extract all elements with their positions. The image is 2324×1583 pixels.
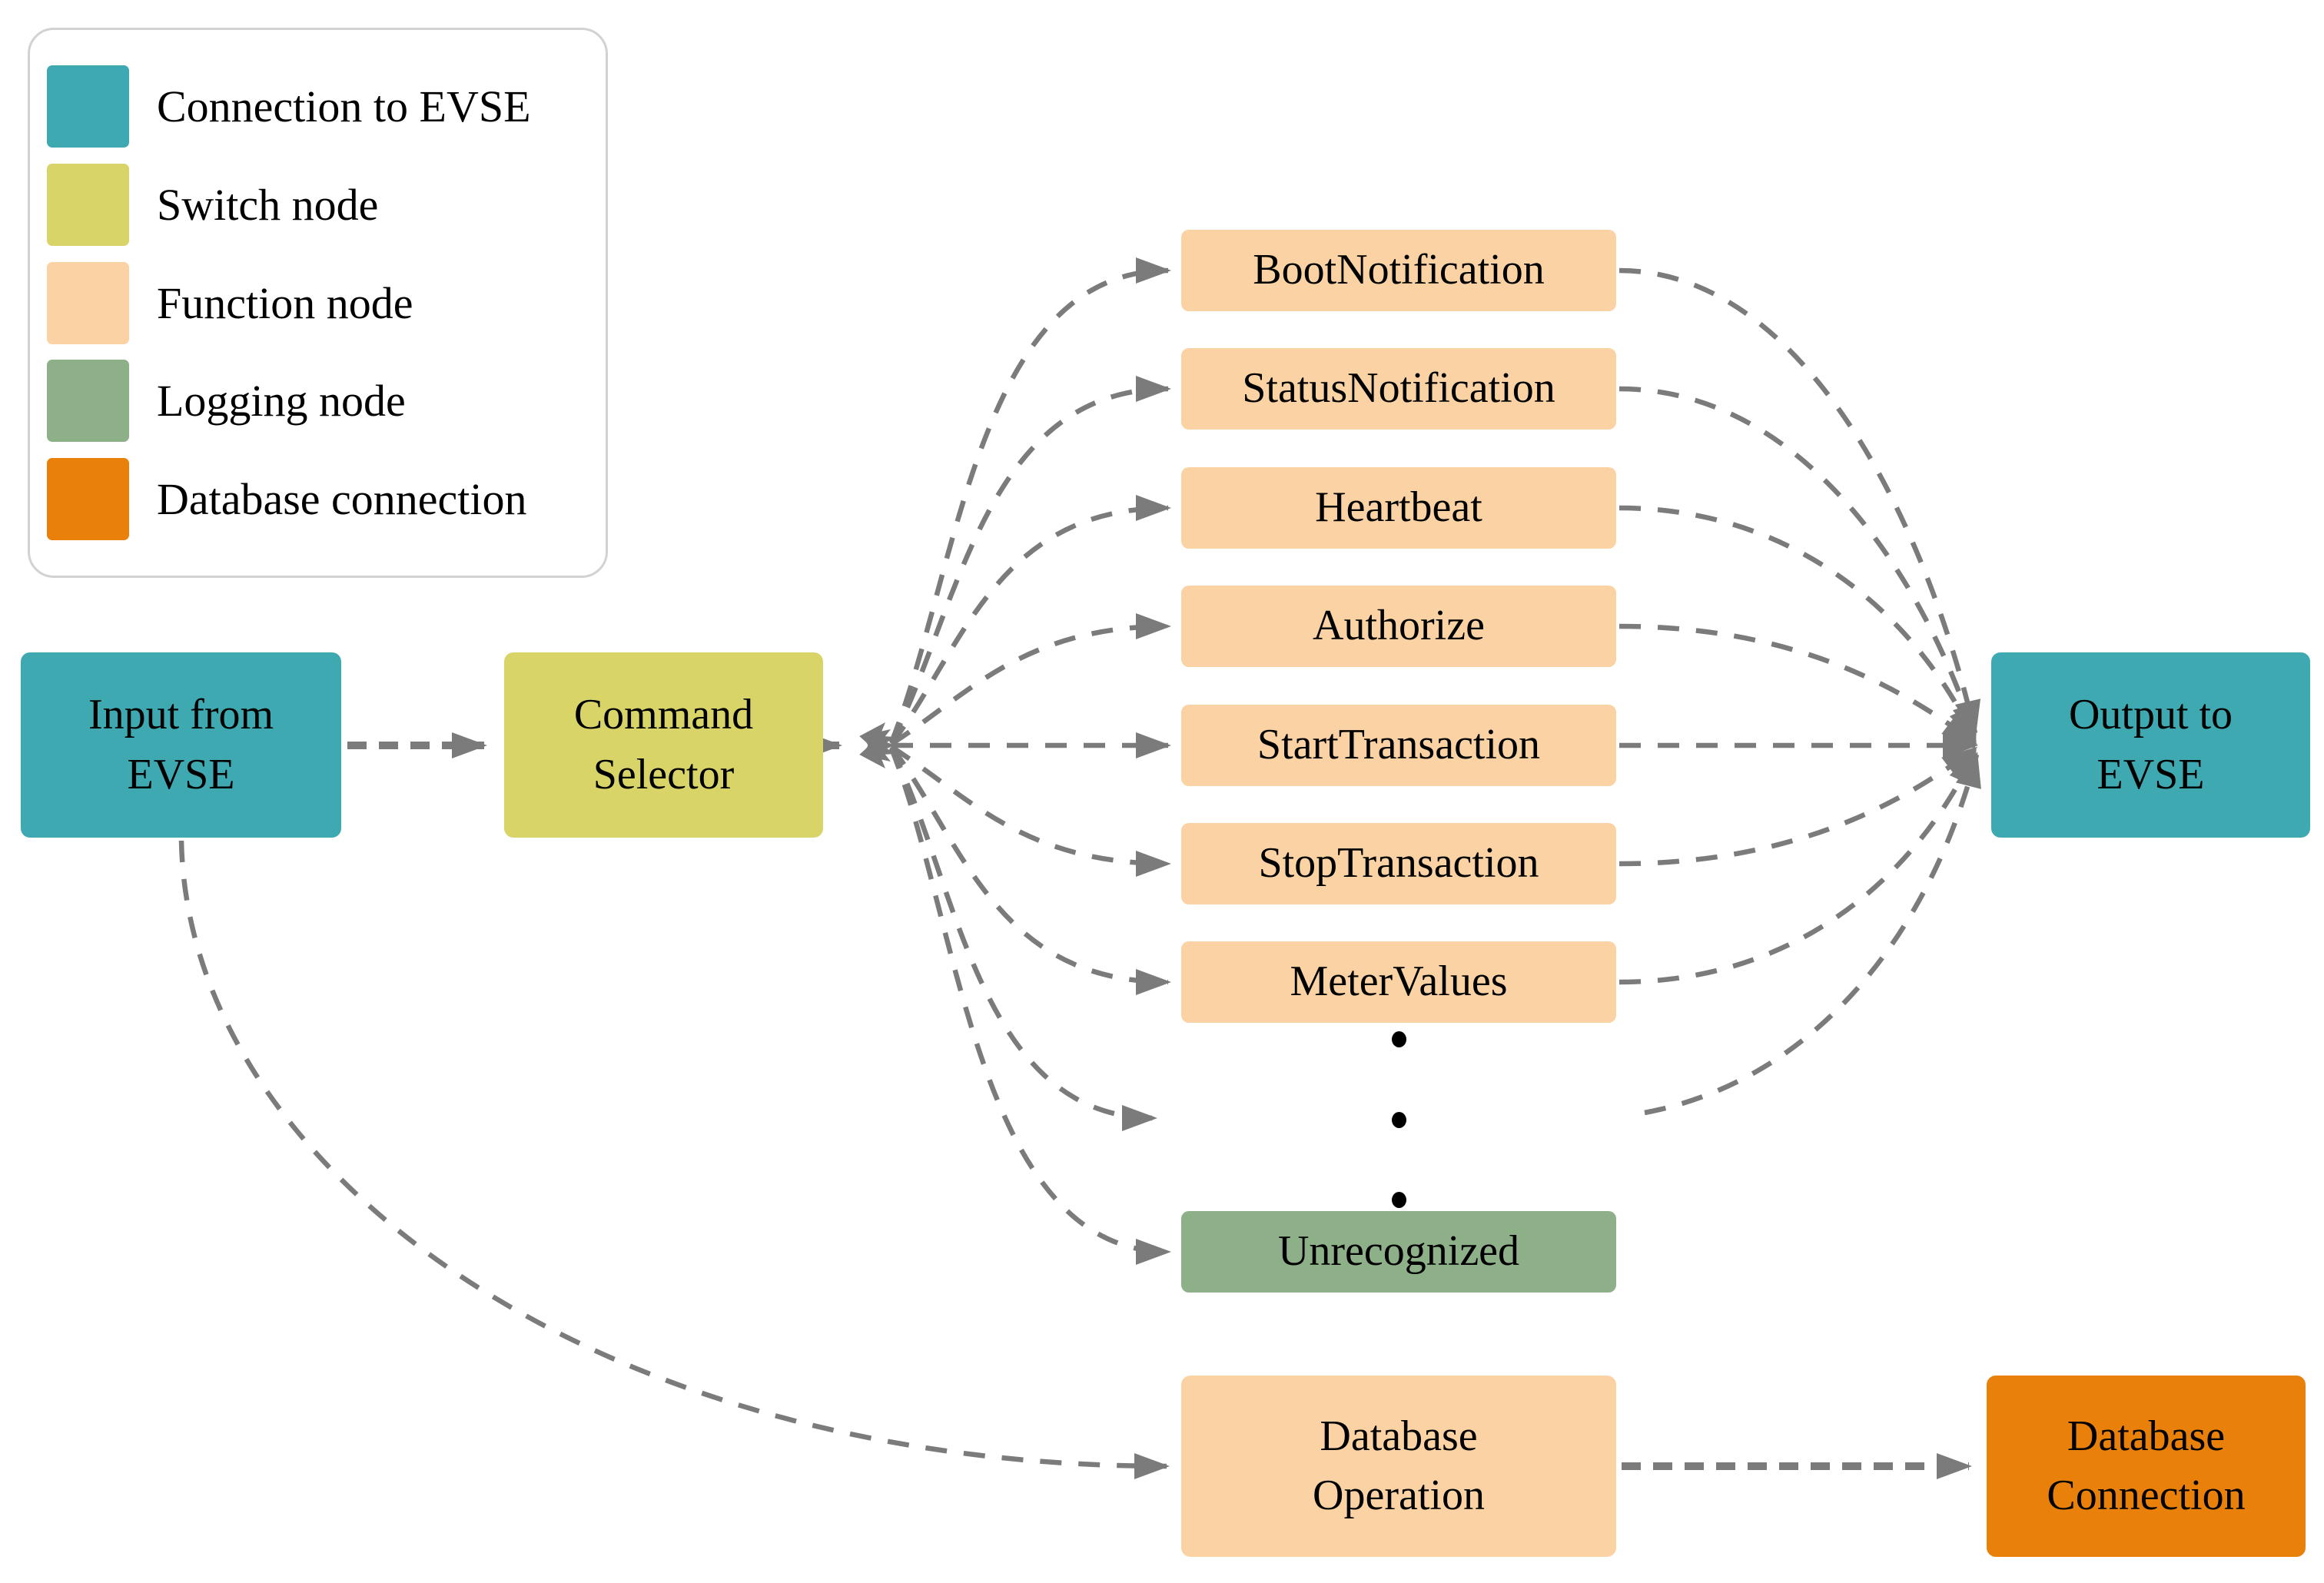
edge-command-to-heartbeat <box>889 495 1171 745</box>
node-statusnotification: StatusNotification <box>1181 348 1616 430</box>
edge-stoptransaction-to-output <box>1618 746 1978 867</box>
ellipsis-dot: . <box>1391 1192 1406 1208</box>
node-label: Heartbeat <box>1315 483 1482 532</box>
node-label: StatusNotification <box>1242 364 1555 413</box>
node-label: Database Operation <box>1313 1412 1485 1519</box>
edge-command-to-metervalues <box>889 745 1171 995</box>
edge-command-to-unrecognized <box>888 747 1171 1265</box>
node-command-selector: Command Selector <box>504 652 823 838</box>
edge-command-to-authorize <box>890 613 1171 746</box>
legend-label: Switch node <box>157 179 379 230</box>
node-label: Command Selector <box>573 691 754 798</box>
edge-authorize-to-output <box>1618 623 1978 745</box>
node-output-to-evse: Output to EVSE <box>1991 652 2310 838</box>
node-authorize: Authorize <box>1181 586 1616 667</box>
node-label: Database Connection <box>2047 1412 2246 1519</box>
legend-item-connection-to-evse: Connection to EVSE <box>47 65 575 148</box>
ellipsis-dot: . <box>1391 1111 1406 1128</box>
legend-item-database-connection: Database connection <box>47 458 575 540</box>
edge-command-to-statusnotification <box>889 376 1171 744</box>
edge-command-to-stoptransaction <box>890 745 1171 877</box>
node-label: BootNotification <box>1253 246 1545 294</box>
legend-item-switch-node: Switch node <box>47 163 575 246</box>
legend-swatch-database-connection <box>47 458 129 540</box>
edge-heartbeat-to-output <box>1618 505 1977 743</box>
node-label: StartTransaction <box>1257 721 1541 769</box>
edge-ellipsis-to-output <box>1644 752 1981 1116</box>
edge-statusnotification-to-output <box>1618 386 1978 740</box>
legend-label: Logging node <box>157 376 406 426</box>
legend-swatch-function-node <box>47 261 129 344</box>
node-heartbeat: Heartbeat <box>1181 467 1616 549</box>
edge-bootnotification-to-output <box>1618 267 1981 736</box>
node-bootnotification: BootNotification <box>1181 230 1616 311</box>
legend-label: Database connection <box>157 474 527 524</box>
edge-command-to-ellipsis <box>889 747 1157 1131</box>
node-label: MeterValues <box>1290 957 1508 1006</box>
legend-swatch-connection-to-evse <box>47 65 129 148</box>
node-stoptransaction: StopTransaction <box>1181 823 1616 904</box>
legend-item-function-node: Function node <box>47 261 575 344</box>
node-label: Output to EVSE <box>2068 691 2233 798</box>
node-label: Input from EVSE <box>88 691 274 798</box>
legend-item-logging-node: Logging node <box>47 360 575 443</box>
node-label: Authorize <box>1313 602 1485 650</box>
node-label: StopTransaction <box>1258 839 1539 888</box>
edge-command-to-bootnotification <box>888 257 1171 744</box>
node-input-from-evse: Input from EVSE <box>21 652 341 838</box>
legend-swatch-logging-node <box>47 360 129 443</box>
legend-label: Connection to EVSE <box>157 81 531 131</box>
edge-metervalues-to-output <box>1618 748 1977 985</box>
ellipsis-dots: . . . <box>1383 1031 1414 1208</box>
node-starttransaction: StartTransaction <box>1181 705 1616 786</box>
legend-label: Function node <box>157 277 413 328</box>
node-database-operation: Database Operation <box>1181 1376 1616 1557</box>
node-label: Unrecognized <box>1277 1227 1520 1276</box>
legend: Connection to EVSE Switch node Function … <box>28 28 608 578</box>
node-metervalues: MeterValues <box>1181 941 1616 1023</box>
node-database-connection: Database Connection <box>1987 1376 2306 1557</box>
fanout-arrowhead-cluster <box>859 722 895 768</box>
ellipsis-dot: . <box>1391 1031 1406 1047</box>
edge-input-to-dbop <box>178 840 1170 1479</box>
legend-swatch-switch-node <box>47 163 129 246</box>
node-unrecognized: Unrecognized <box>1181 1211 1616 1293</box>
